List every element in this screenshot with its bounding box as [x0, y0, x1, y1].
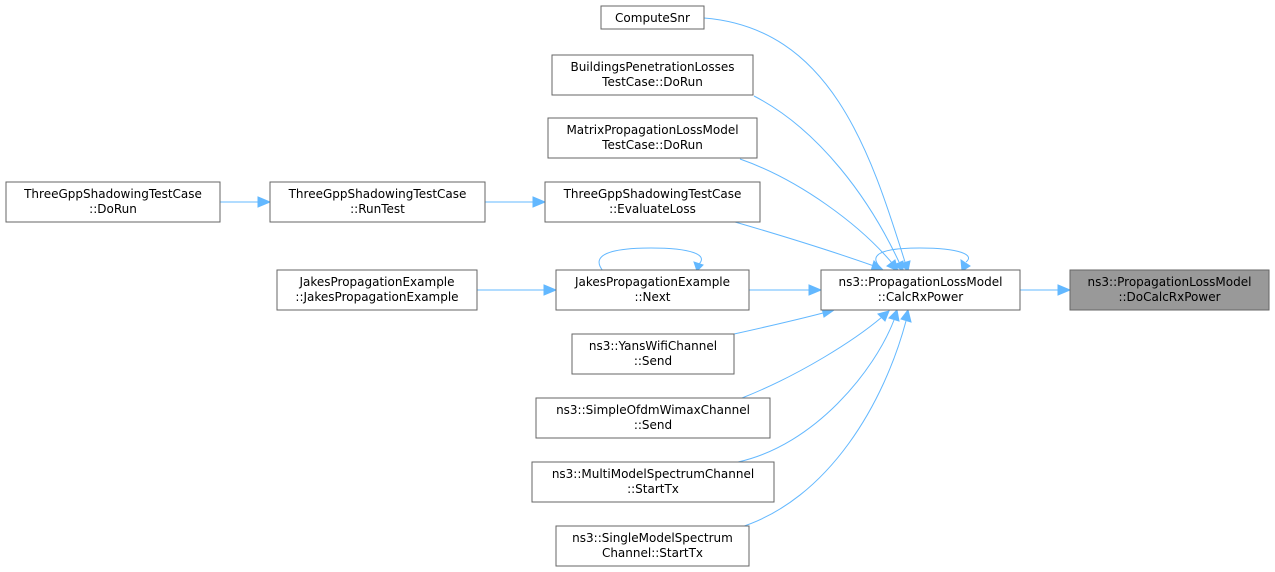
node-buildings-dorun[interactable]: BuildingsPenetrationLosses TestCase::DoR…	[551, 54, 754, 96]
node-computesnr-line1: ComputeSnr	[615, 11, 690, 25]
node-buildings-line2: TestCase::DoRun	[601, 75, 703, 89]
node-dorun-line2: ::DoRun	[89, 202, 137, 216]
edge-jakesnext-self	[598, 247, 704, 272]
node-ofdm-line1: ns3::SimpleOfdmWimaxChannel	[556, 403, 750, 417]
node-ofdm-line2: ::Send	[634, 418, 672, 432]
edge-jakesctor-to-jakesnext	[477, 284, 558, 296]
edge-matrix-to-calcrx	[739, 158, 899, 272]
edge-yans-to-calcrx	[733, 307, 836, 335]
edge-singlemodel-to-calcrx	[737, 308, 912, 529]
node-yans-send[interactable]: ns3::YansWifiChannel ::Send	[571, 333, 735, 375]
node-matrix-line2: TestCase::DoRun	[601, 138, 703, 152]
node-singlemodel-line1: ns3::SingleModelSpectrum	[572, 531, 733, 545]
node-singlemodel-starttx[interactable]: ns3::SingleModelSpectrum Channel::StartT…	[555, 525, 750, 567]
node-runtest-line2: ::RunTest	[350, 202, 405, 216]
node-jakesctor-line2: ::JakesPropagationExample	[295, 290, 458, 304]
node-jakes-next[interactable]: JakesPropagationExample ::Next	[555, 269, 750, 311]
node-evaluate-line1: ThreeGppShadowingTestCase	[563, 187, 742, 201]
edge-ofdm-to-calcrx	[741, 310, 890, 399]
node-yans-line1: ns3::YansWifiChannel	[589, 339, 717, 353]
edge-buildings-to-calcrx	[753, 95, 904, 272]
node-ofdm-send[interactable]: ns3::SimpleOfdmWimaxChannel ::Send	[535, 397, 771, 439]
node-multimodel-line2: ::StartTx	[627, 482, 679, 496]
edge-dorun-to-runtest	[220, 196, 272, 208]
node-target-docalcrxpower[interactable]: ns3::PropagationLossModel ::DoCalcRxPowe…	[1069, 269, 1270, 311]
node-matrix-dorun[interactable]: MatrixPropagationLossModel TestCase::DoR…	[547, 117, 758, 159]
node-calcrx-line1: ns3::PropagationLossModel	[839, 275, 1003, 289]
node-jakesnext-line2: ::Next	[634, 290, 670, 304]
node-multimodel-line1: ns3::MultiModelSpectrumChannel	[552, 467, 754, 481]
node-runtest-line1: ThreeGppShadowingTestCase	[288, 187, 467, 201]
edge-multimodel-to-calcrx	[737, 308, 900, 463]
edge-jakesnext-to-calcrx	[749, 284, 823, 296]
node-yans-line2: ::Send	[634, 354, 672, 368]
node-buildings-line1: BuildingsPenetrationLosses	[570, 60, 734, 74]
edge-runtest-to-evaluate	[485, 196, 547, 208]
node-dorun-line1: ThreeGppShadowingTestCase	[23, 187, 202, 201]
node-evaluateloss[interactable]: ThreeGppShadowingTestCase ::EvaluateLoss	[544, 181, 761, 223]
node-evaluate-line2: ::EvaluateLoss	[609, 202, 696, 216]
node-jakesctor-line1: JakesPropagationExample	[298, 275, 454, 289]
node-runtest[interactable]: ThreeGppShadowingTestCase ::RunTest	[269, 181, 486, 223]
node-shadowing-dorun[interactable]: ThreeGppShadowingTestCase ::DoRun	[5, 181, 221, 223]
node-multimodel-starttx[interactable]: ns3::MultiModelSpectrumChannel ::StartTx	[531, 461, 775, 503]
node-target-line1: ns3::PropagationLossModel	[1088, 275, 1252, 289]
edge-calcrx-self	[875, 247, 971, 272]
node-singlemodel-line2: Channel::StartTx	[602, 546, 703, 560]
edge-calcrx-to-target	[1020, 284, 1072, 296]
node-jakesnext-line1: JakesPropagationExample	[574, 275, 730, 289]
node-computesnr[interactable]: ComputeSnr	[600, 5, 705, 30]
node-matrix-line1: MatrixPropagationLossModel	[566, 123, 738, 137]
edge-evaluate-to-calcrx	[734, 221, 885, 272]
node-target-line2: ::DoCalcRxPower	[1118, 290, 1220, 304]
node-calcrxpower[interactable]: ns3::PropagationLossModel ::CalcRxPower	[820, 269, 1021, 311]
node-calcrx-line2: ::CalcRxPower	[878, 290, 964, 304]
node-jakes-ctor[interactable]: JakesPropagationExample ::JakesPropagati…	[276, 269, 478, 311]
